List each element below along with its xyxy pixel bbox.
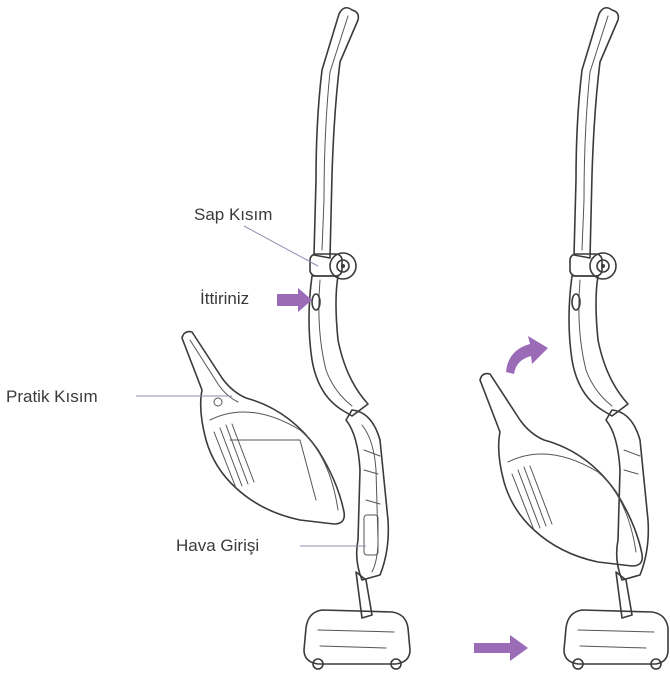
label-handheld: Pratik Kısım [6,387,98,406]
handheld-vent-grille [214,424,254,488]
right-arrow-icon [474,635,528,661]
label-push: İttiriniz [200,289,249,308]
label-air-inlet: Hava Girişi [176,536,259,555]
right-stick-vacuum [480,8,668,669]
curved-arrow-icon [506,336,548,374]
left-handheld-unit [182,332,344,524]
label-handle: Sap Kısım [194,205,272,224]
left-stick-vacuum [304,8,410,669]
push-arrow-icon [277,288,312,312]
handle-leader-line [244,226,318,266]
